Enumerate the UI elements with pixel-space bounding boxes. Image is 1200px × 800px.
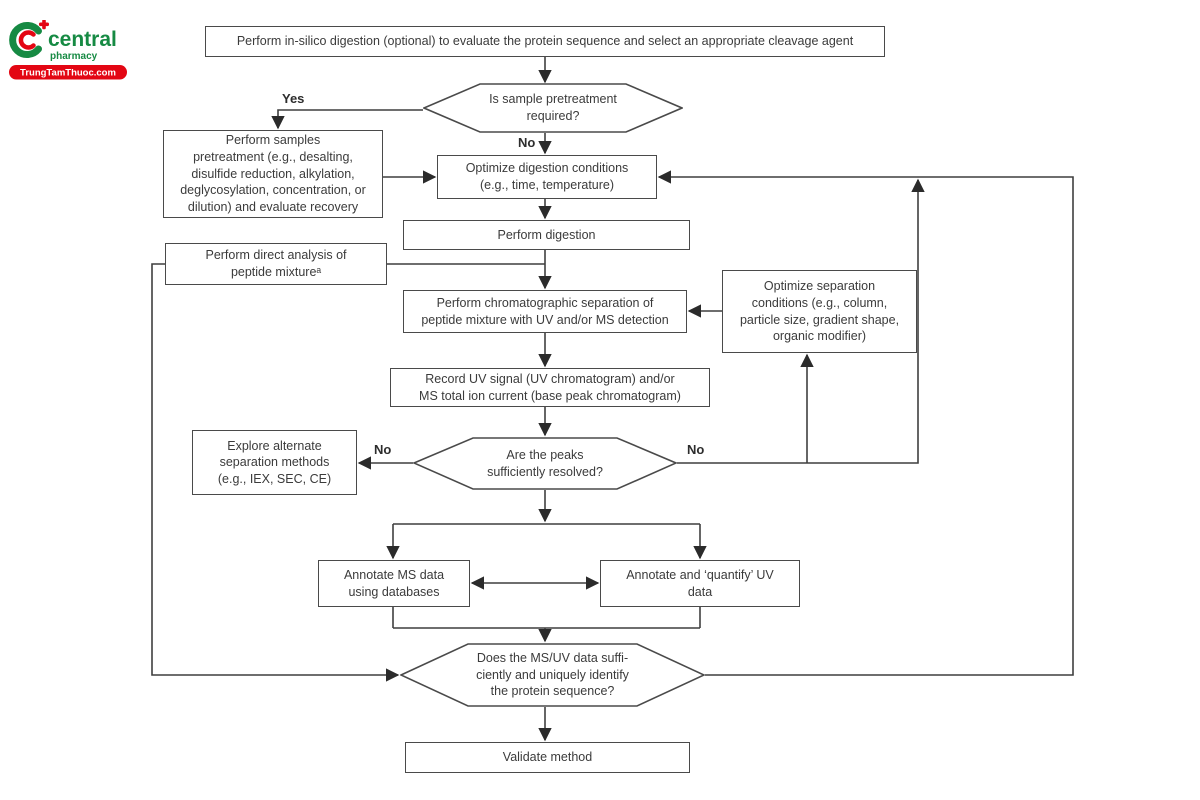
decision-identify-sequence-label: Does the MS/UV data suffi- ciently and u… [476, 651, 629, 699]
node-validate-method: Validate method [405, 742, 690, 773]
hexagon-shape [400, 643, 705, 707]
node-direct-analysis: Perform direct analysis of peptide mixtu… [165, 243, 387, 285]
branch-label-no-right: No [687, 442, 705, 457]
node-sample-pretreatment: Perform samples pretreatment (e.g., desa… [163, 130, 383, 218]
node-validate-method-label: Validate method [502, 750, 593, 765]
hexagon-shape [423, 83, 683, 133]
node-perform-digestion-label: Perform digestion [497, 227, 596, 242]
node-insilico-digestion: Perform in-silico digestion (optional) t… [205, 26, 885, 57]
branch-label-no-top: No [518, 135, 536, 150]
central-pharmacy-logo: central pharmacy TrungTamThuoc.com [9, 20, 127, 80]
logo-plus-icon [39, 20, 49, 30]
logo-banner-text: TrungTamThuoc.com [20, 68, 116, 79]
node-direct-analysis-label: Perform direct analysis of peptide mixtu… [205, 248, 347, 279]
branch-label-no-left: No [374, 442, 392, 457]
connector-identify-feedback-to-optimize-digestion [657, 170, 1074, 676]
decision-peaks-resolved: Are the peaks sufficiently resolved? [413, 437, 677, 490]
node-optimize-digestion: Optimize digestion conditions (e.g., tim… [437, 155, 657, 199]
node-annotate-uv-label: Annotate and ‘quantify’ UV data [626, 567, 774, 599]
logo-brand-text: central [48, 28, 117, 51]
node-chromatographic-separation-label: Perform chromatographic separation of pe… [421, 295, 669, 327]
node-record-signal: Record UV signal (UV chromatogram) and/o… [390, 368, 710, 407]
decision-peaks-resolved-label: Are the peaks sufficiently resolved? [487, 447, 603, 479]
node-perform-digestion: Perform digestion [403, 220, 690, 250]
connector-no-feedback-to-digestion-loop [677, 178, 925, 464]
decision-identify-sequence: Does the MS/UV data suffi- ciently and u… [400, 643, 705, 707]
decision-sample-pretreatment-label: Is sample pretreatment required? [489, 92, 617, 123]
node-annotate-uv: Annotate and ‘quantify’ UV data [600, 560, 800, 607]
node-sample-pretreatment-label: Perform samples pretreatment (e.g., desa… [180, 133, 366, 214]
node-record-signal-label: Record UV signal (UV chromatogram) and/o… [419, 371, 681, 403]
node-optimize-digestion-label: Optimize digestion conditions (e.g., tim… [465, 161, 629, 192]
node-annotate-ms: Annotate MS data using databases [318, 560, 470, 607]
node-explore-alternate-label: Explore alternate separation methods (e.… [217, 438, 332, 486]
logo-tagline-text: pharmacy [50, 51, 98, 62]
branch-label-yes: Yes [282, 91, 305, 106]
node-optimize-separation: Optimize separation conditions (e.g., co… [722, 270, 917, 353]
node-annotate-ms-label: Annotate MS data using databases [343, 567, 445, 599]
decision-sample-pretreatment: Is sample pretreatment required? [423, 83, 683, 133]
node-chromatographic-separation: Perform chromatographic separation of pe… [403, 290, 687, 333]
logo-inner-arc [18, 30, 36, 50]
connector-yes-to-pretreatment [271, 109, 423, 130]
node-explore-alternate: Explore alternate separation methods (e.… [192, 430, 357, 495]
node-insilico-digestion-label: Perform in-silico digestion (optional) t… [236, 34, 854, 49]
hexagon-shape [413, 437, 677, 490]
connector-direct-analysis-to-identify-decision [151, 263, 400, 682]
node-optimize-separation-label: Optimize separation conditions (e.g., co… [739, 279, 900, 344]
logo-c-ring [9, 22, 42, 58]
logo-banner-pill [9, 65, 127, 80]
